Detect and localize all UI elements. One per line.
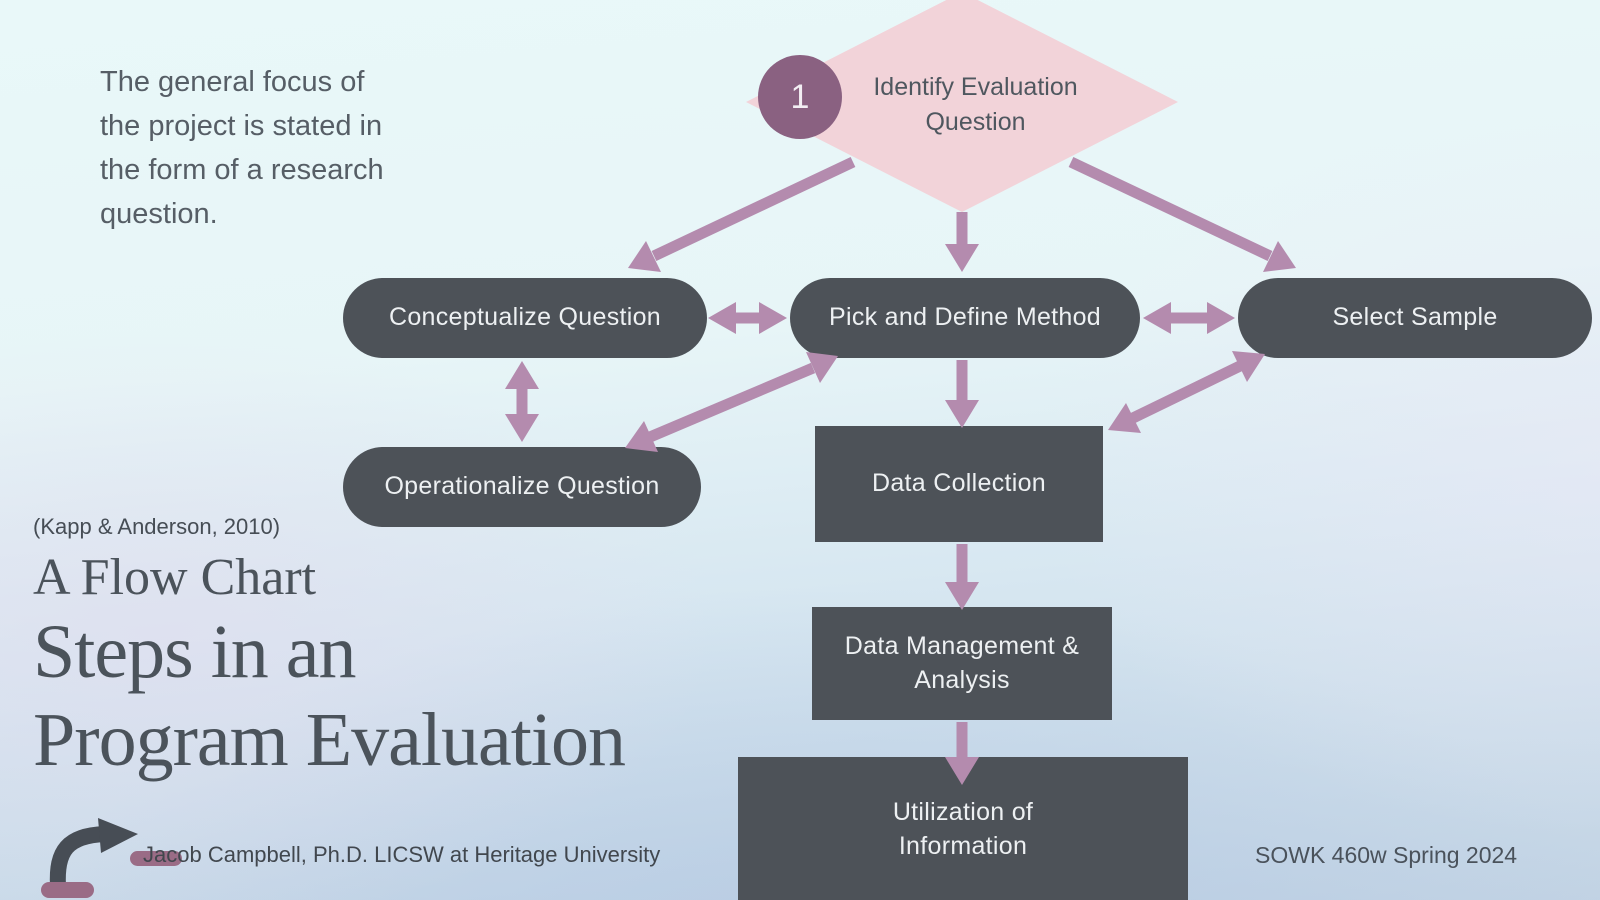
arrowhead-icon [98,818,138,853]
node-label: Operationalize Question [384,472,660,501]
curved-arrow-logo [41,818,182,898]
subtitle-a-flow-chart: A Flow Chart [33,549,317,606]
node-select-sample: Select Sample [1238,278,1592,358]
logo-dash-icon [41,882,94,898]
slide-title: Steps in an Program Evaluation [33,608,626,784]
annotation-line: question. [100,198,218,231]
curved-arrow-icon [49,826,105,887]
course-label: SOWK 460w Spring 2024 [1255,842,1518,868]
annotation-line: the project is stated in [100,110,383,143]
decision-diamond-label: Identify Evaluation Question [873,73,1078,136]
annotation-line: The general focus of [100,66,365,98]
node-label: Utilization of Information [892,797,1034,860]
node-label: Pick and Define Method [828,303,1102,332]
node-pick-and-define-method: Pick and Define Method [790,278,1140,358]
node-operationalize-question: Operationalize Question [343,447,701,527]
author-credit: Jacob Campbell, Ph.D. LICSW at Heritage … [143,842,661,867]
node-label: Data Management & Analysis [844,631,1080,694]
step-number: 1 [790,77,810,116]
node-data-management-analysis: Data Management & Analysis [812,607,1112,720]
annotation-paragraph: The general focus of the project is stat… [100,60,480,236]
logo-dash-icon [130,851,182,866]
node-data-collection: Data Collection [815,426,1103,542]
slide-title-line: Program Evaluation [33,698,626,783]
node-conceptualize-question: Conceptualize Question [343,278,707,358]
node-label: Conceptualize Question [388,303,662,332]
annotation-line: the form of a research [100,154,384,187]
citation-text: (Kapp & Anderson, 2010) [33,514,281,539]
slide-title-line: Steps in an [33,610,357,694]
node-label: Select Sample [1332,303,1498,332]
node-label: Data Collection [871,469,1047,498]
node-utilization-of-information: Utilization of Information [738,757,1188,900]
